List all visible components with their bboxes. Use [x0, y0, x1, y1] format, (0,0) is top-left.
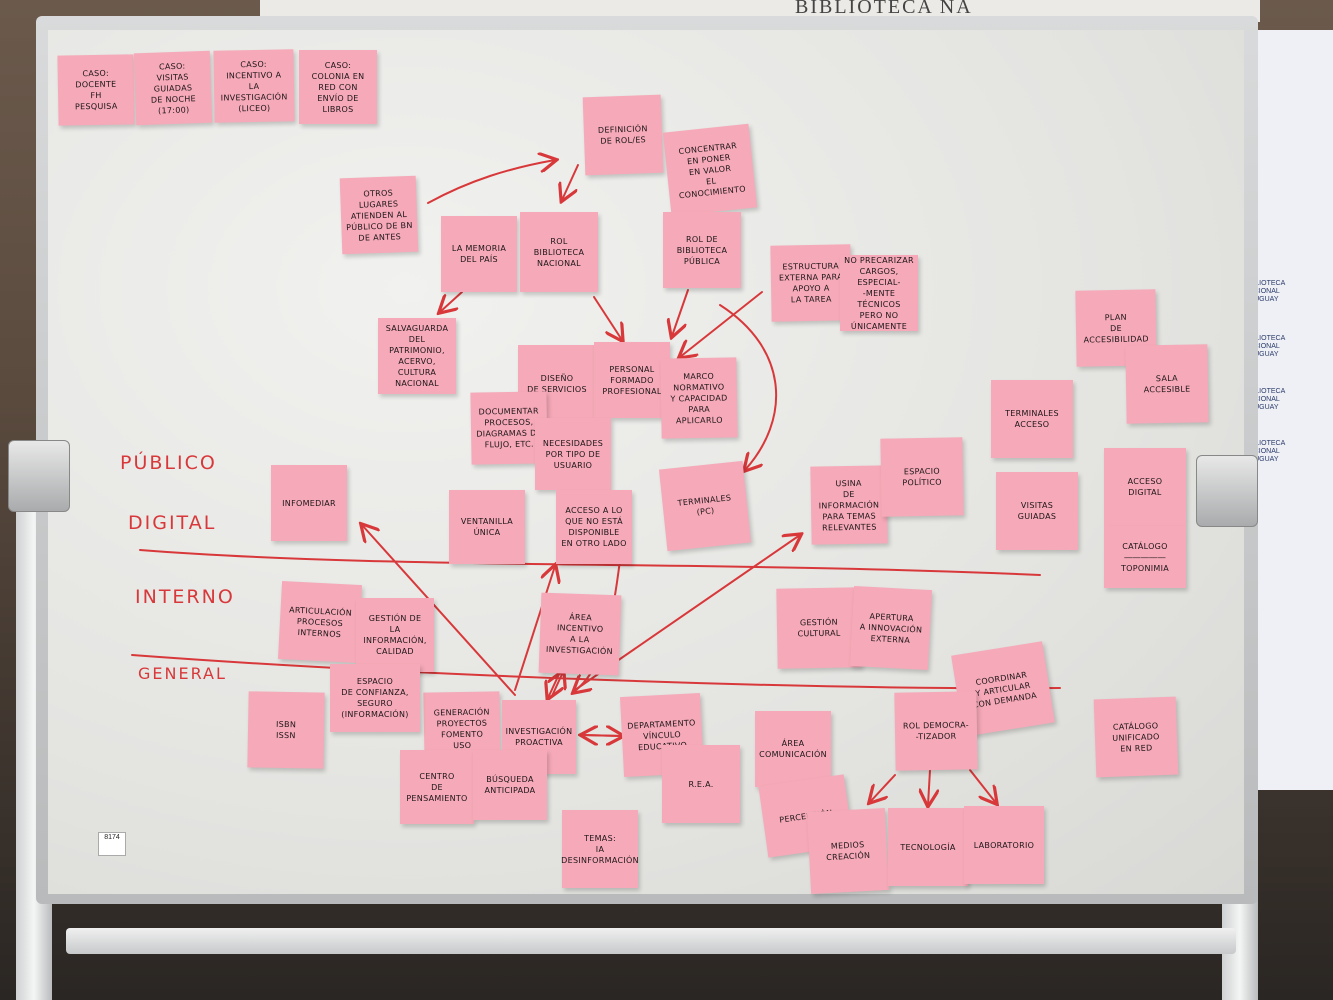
row-label-publico: PÚBLICO: [120, 452, 217, 474]
sticky-note: CASO: INCENTIVO A LA INVESTIGACIÓN (LICE…: [213, 49, 295, 123]
arrow: [440, 291, 463, 312]
sticky-note: ACCESO A LO QUE NO ESTÁ DISPONIBLE EN OT…: [556, 490, 632, 564]
sticky-note: MEDIOS CREACIÓN: [806, 808, 890, 894]
sticky-note: PERSONAL FORMADO PROFESIONAL: [594, 342, 670, 418]
sticky-note: VISITAS GUIADAS: [996, 472, 1078, 550]
sticky-note: VENTANILLA ÚNICA: [449, 490, 525, 564]
sticky-note: CASO: DOCENTE FH PESQUISA: [57, 54, 135, 126]
sticky-note: TEMAS: IA DESINFORMACIÓN: [561, 810, 639, 888]
sticky-note: ÁREA INCENTIVO A LA INVESTIGACIÓN: [538, 592, 622, 676]
arrow: [582, 735, 623, 736]
arrow: [552, 672, 563, 697]
arrow: [680, 291, 763, 357]
arrow: [719, 304, 778, 470]
sticky-note: ÁREA COMUNICACIÓN: [755, 711, 831, 787]
sticky-note: TERMINALES (PC): [658, 460, 752, 552]
arrow: [672, 289, 689, 336]
library-sign-text: BIBLIOTECA NA: [795, 0, 973, 18]
sticky-note: BÚSQUEDA ANTICIPADA: [473, 750, 547, 820]
arrow: [548, 671, 560, 698]
arrow: [870, 774, 896, 802]
sticky-note: ISBN ISSN: [247, 691, 325, 769]
sticky-note: ESPACIO POLÍTICO: [880, 437, 964, 517]
sticky-note: DEFINICIÓN DE ROL/ES: [582, 94, 664, 176]
sticky-note: ROL DEMOCRA- -TIZADOR: [894, 691, 978, 771]
sticky-note: TERMINALES ACCESO: [991, 380, 1073, 458]
sticky-note: MARCO NORMATIVO Y CAPACIDAD PARA APLICAR…: [660, 357, 738, 439]
sticky-note: LA MEMORIA DEL PAÍS: [441, 216, 517, 292]
banner-text: BIBLIOTECA NACIONAL URUGUAY: [1244, 388, 1285, 411]
arrow: [362, 525, 516, 696]
sticky-note: TECNOLOGÍA: [888, 808, 968, 886]
sticky-note: GESTIÓN CULTURAL: [776, 587, 862, 669]
arrow: [562, 164, 579, 200]
sticky-note: SALVAGUARDA DEL PATRIMONIO, ACERVO, CULT…: [378, 318, 456, 394]
sticky-note: GESTIÓN DE LA INFORMACIÓN, CALIDAD: [356, 598, 434, 672]
arrow: [928, 769, 930, 805]
sticky-note: USINA DE INFORMACIÓN PARA TEMAS RELEVANT…: [810, 465, 888, 545]
sticky-note: ROL BIBLIOTECA NACIONAL: [520, 212, 598, 292]
sticky-note: SALA ACCESIBLE: [1125, 344, 1209, 424]
stand-clamp-right: [1196, 455, 1258, 527]
sticky-note: CASO: COLONIA EN RED CON ENVÍO DE LIBROS: [299, 50, 377, 124]
sticky-note: ESPACIO DE CONFIANZA, SEGURO (INFORMACIÓ…: [330, 664, 420, 732]
stand-crossbar: [66, 928, 1236, 954]
sticky-note: ACCESO DIGITAL: [1104, 448, 1186, 526]
sticky-note: CONCENTRAR EN PONER EN VALOR EL CONOCIMI…: [662, 123, 758, 217]
row-label-general: GENERAL: [138, 664, 227, 683]
sticky-note: CATÁLOGO ――――― TOPONIMIA: [1104, 526, 1186, 588]
arrow: [427, 160, 555, 204]
sticky-note: R.E.A.: [662, 745, 740, 823]
sticky-note: INFOMEDIAR: [271, 465, 347, 541]
arrow: [969, 769, 996, 803]
sticky-note: NO PRECARIZAR CARGOS, ESPECIAL- -MENTE T…: [840, 255, 918, 331]
divider-line-general: [131, 654, 1061, 690]
sticky-note: CATÁLOGO UNIFICADO EN RED: [1093, 696, 1179, 778]
sticky-note: ROL DE BIBLIOTECA PÚBLICA: [663, 212, 741, 288]
sticky-note: LABORATORIO: [964, 806, 1044, 884]
sticky-note: CASO: VISITAS GUIADAS DE NOCHE (17:00): [133, 50, 213, 126]
banner-text: BIBLIOTECA NACIONAL URUGUAY: [1244, 335, 1285, 358]
stand-clamp-left: [8, 440, 70, 512]
arrow: [593, 296, 622, 340]
row-label-interno: INTERNO: [135, 586, 235, 608]
row-label-digital: DIGITAL: [128, 512, 217, 534]
inventory-tag: 8174: [98, 832, 126, 856]
banner-text: BIBLIOTECA NACIONAL URUGUAY: [1244, 440, 1285, 463]
sticky-note: CENTRO DE PENSAMIENTO: [400, 750, 474, 824]
sticky-note: ARTICULACIÓN PROCESOS INTERNOS: [278, 580, 362, 664]
arrow: [514, 566, 555, 691]
sticky-note: OTROS LUGARES ATIENDEN AL PÚBLICO DE BN …: [339, 175, 419, 255]
sticky-note: APERTURA A INNOVACIÓN EXTERNA: [849, 586, 933, 670]
sticky-note: NECESIDADES POR TIPO DE USUARIO: [535, 418, 611, 490]
banner-text: BIBLIOTECA NACIONAL URUGUAY: [1244, 280, 1285, 303]
